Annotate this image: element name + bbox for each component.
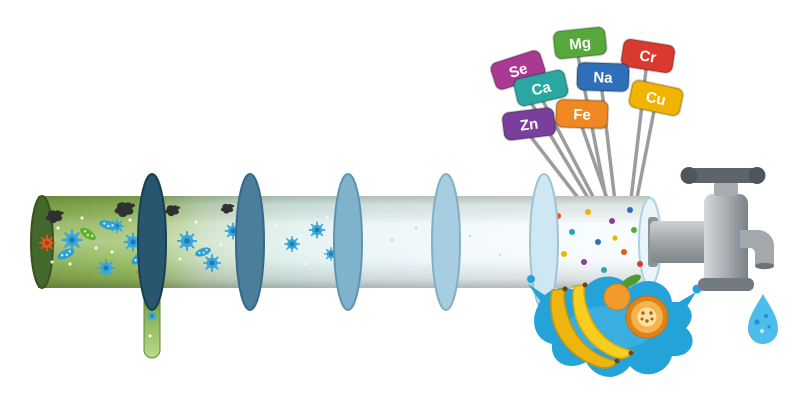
splash-droplet <box>527 275 535 283</box>
sign-stick-cu <box>633 109 656 210</box>
mineral-sign-se-label: Se <box>507 60 530 82</box>
filter-disc-3 <box>333 173 363 311</box>
mineral-sign-cu-board <box>627 79 685 117</box>
mineral-sign-ca-label: Ca <box>530 78 553 99</box>
mineral-sign-fe-board <box>554 98 610 130</box>
faucet-coupling <box>650 221 710 263</box>
filter-disc-2 <box>235 173 265 311</box>
filter-discs <box>137 173 559 311</box>
filter-disc-4 <box>431 173 461 311</box>
splash-droplet <box>679 347 687 355</box>
mineral-sign-fe: Fe <box>554 98 610 130</box>
mineral-sign-zn-board <box>501 106 557 142</box>
contaminants-stage3 <box>274 215 338 266</box>
banana-tip <box>614 358 620 364</box>
virus-icon <box>146 310 158 322</box>
virus-icon <box>308 221 326 239</box>
faucet-spout <box>740 230 774 266</box>
virus-icon <box>61 229 83 251</box>
faucet-handle-knob[interactable] <box>680 167 698 184</box>
passion-fruit <box>625 295 669 339</box>
mineral-sign-cr-board <box>620 38 676 74</box>
virus-icon <box>96 258 116 278</box>
leaf <box>621 274 641 288</box>
faucet-spout-opening <box>755 262 774 270</box>
mineral-sign-ca: Ca <box>512 68 570 108</box>
water-splash-spike <box>528 284 552 312</box>
virus-icon <box>202 253 222 273</box>
splash-droplet <box>609 371 615 377</box>
mineral-sign-ca-board <box>512 68 570 108</box>
mineral-sign-mg: Mg <box>552 26 608 60</box>
mineral-sign-cr: Cr <box>620 38 676 74</box>
mineral-signs: Se Mg Cr Ca Na Cu Zn Fe <box>489 26 685 142</box>
faucet-flange <box>698 278 754 291</box>
banana-tip <box>582 282 588 288</box>
water-splash-spike <box>672 292 696 322</box>
faucet-body <box>704 194 748 288</box>
faucet <box>648 167 774 291</box>
faucet-handle-knob[interactable] <box>748 167 766 184</box>
mineral-sign-na-board <box>575 61 631 93</box>
small-orange <box>603 283 631 311</box>
virus-icon <box>176 230 198 252</box>
red-microbe-icon <box>38 234 56 252</box>
banana-tip <box>562 286 568 292</box>
mineral-sign-mg-label: Mg <box>568 34 591 53</box>
banana-tip <box>628 350 634 356</box>
mineral-sign-cu-label: Cu <box>644 89 667 110</box>
mineral-sign-mg-board <box>552 26 608 60</box>
banana-front <box>572 284 635 359</box>
mineral-sign-na: Na <box>575 61 631 93</box>
contaminants-stage4 <box>390 226 502 257</box>
mineral-sign-zn: Zn <box>501 106 557 142</box>
mineral-sign-fe-label: Fe <box>573 106 591 124</box>
mineral-sign-zn-label: Zn <box>519 115 539 134</box>
virus-icon <box>284 236 300 252</box>
fruit-splash <box>527 274 702 377</box>
mineral-dots <box>555 207 643 273</box>
mineral-sign-na-label: Na <box>593 69 613 87</box>
water-drop <box>748 294 778 344</box>
faucet-neck <box>714 182 738 196</box>
mineral-sign-cr-label: Cr <box>638 47 657 66</box>
filter-disc-1 <box>137 173 167 311</box>
sign-stick-se <box>518 82 596 210</box>
mineral-sign-cu: Cu <box>627 79 685 117</box>
faucet-handle-bar[interactable] <box>684 168 762 183</box>
